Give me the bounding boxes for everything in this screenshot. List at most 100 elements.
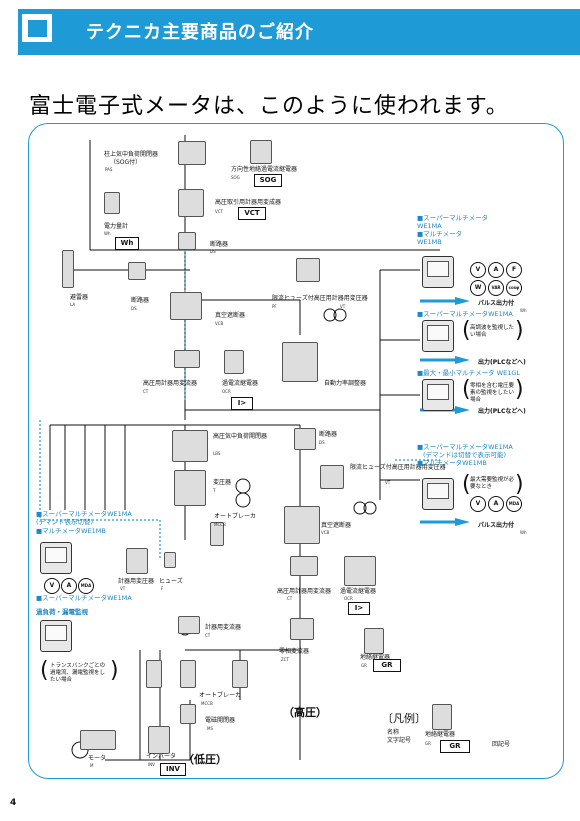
pas-code: PAS <box>105 167 113 172</box>
inverter-device <box>148 726 170 754</box>
l1-line1: ■スーパーマルチメータWE1MA <box>36 510 132 518</box>
ct-main-label: 高圧用計器用変流器 <box>143 380 198 387</box>
pas-device <box>178 141 206 165</box>
ct-low-device <box>178 616 200 634</box>
p4-line1: ■スーパーマルチメータWE1MA <box>417 443 513 451</box>
mccb2-code: MCCB <box>201 701 213 706</box>
p4-circle-0: V <box>470 496 486 512</box>
vt2-code: VT <box>385 480 391 485</box>
legend-gr-code: GR <box>425 741 431 746</box>
sog-label: 方向性地絡過電流継電器 <box>231 166 298 173</box>
l1-circle-2: MDA <box>78 578 94 594</box>
p2-meter-icon <box>422 320 454 352</box>
p4-line3: ■マルチメータWE1MB <box>417 459 487 467</box>
ocr2-code: OCR <box>344 596 353 601</box>
ds1-label: 断路器 <box>210 241 229 248</box>
mccb-code: MCCB <box>214 522 226 527</box>
ds1-code: DS <box>210 249 216 254</box>
mccb-device-b <box>180 660 196 688</box>
pf-code: PF <box>272 304 277 309</box>
zct-code: ZCT <box>281 657 289 662</box>
p1-circle-2: F <box>506 262 522 278</box>
l1-line3: ■マルチメータWE1MB <box>36 527 106 535</box>
apfc-label: 自動力率調整器 <box>324 380 367 387</box>
vct-device <box>178 189 204 217</box>
vt-low-device <box>126 548 148 574</box>
ocr-label: 過電流継電器 <box>222 380 259 387</box>
p1-circle-5: cosφ <box>506 280 522 296</box>
wh-meter-device <box>104 192 120 214</box>
vcb-code: VCB <box>215 321 224 326</box>
p1-line4: WE1MB <box>417 238 442 246</box>
lbs-label: 高圧気中負荷開閉器 <box>213 433 268 440</box>
vcb2-code: VCB <box>321 530 330 535</box>
mccb-label: オートブレーカ <box>214 513 257 520</box>
p4-line2: (デマンドは切替で表示可能) <box>423 451 507 459</box>
pf-vt-device-2 <box>320 465 344 489</box>
sog-code: SOG <box>231 175 240 180</box>
vt-code: VT <box>340 304 346 309</box>
la-code: LA <box>70 302 76 307</box>
ct2-label: 高圧用計器用変流器 <box>277 588 332 595</box>
sog-device <box>250 140 272 164</box>
ct-device <box>174 350 200 368</box>
lbs-device <box>172 430 208 462</box>
ms-device <box>180 704 196 724</box>
ds2-label: 断路器 <box>131 297 150 304</box>
p1-circle-1: A <box>488 262 504 278</box>
legend-gr-device <box>432 704 452 730</box>
p1-line3: ■マルチメータ <box>417 230 463 238</box>
legend-device-no: 回記号 <box>492 741 511 748</box>
l1-circle-1: A <box>61 578 77 594</box>
transformer-device <box>174 470 206 506</box>
la-label: 避雷器 <box>70 294 89 301</box>
p1-out: パルス出力付 <box>478 300 515 307</box>
wh-code: Wh <box>104 231 111 236</box>
l2-note: トランスバンクごとの過電流、漏電監視をしたい場合 <box>50 663 106 683</box>
lbs-code: LBS <box>213 451 221 456</box>
legend-name: 名称 <box>387 729 400 736</box>
ds3-code: DS <box>319 440 325 445</box>
p1-circle-4: VAR <box>488 280 504 296</box>
pas-note: （SOG付） <box>110 159 142 166</box>
apfc-device <box>282 342 318 382</box>
motor-label: モータ <box>88 755 107 762</box>
p4-circle-2: MDA <box>506 496 522 512</box>
ocr2-label: 過電流継電器 <box>340 588 377 595</box>
p4-out-code: Wh <box>520 530 527 535</box>
mccb-device-c <box>232 660 248 688</box>
l2-title: 過負荷・漏電監視 <box>36 608 88 616</box>
ct2-code: CT <box>287 596 293 601</box>
p2-paren-right: ) <box>515 318 524 343</box>
page-number: 4 <box>10 798 17 808</box>
p4-circle-1: A <box>488 496 504 512</box>
zct-device <box>290 618 314 640</box>
title-banner <box>18 9 580 55</box>
vt-low-label: 計器用変圧器 <box>118 578 155 585</box>
vct-box: VCT <box>238 207 266 220</box>
tr-label: 変圧器 <box>213 479 232 486</box>
page-title: テクニカ主要商品のご紹介 <box>86 22 314 43</box>
p3-out: 出力(PLCなどへ) <box>478 408 526 415</box>
l2-paren-right: ) <box>110 658 119 683</box>
gr-code: GR <box>361 663 367 668</box>
l1-line4: ■スーパーマルチメータWE1MA <box>36 594 132 602</box>
ms-label: 電磁開閉器 <box>205 717 236 724</box>
gr-label: 地絡継電器 <box>360 654 391 661</box>
fuse-label: ヒューズ <box>159 578 183 585</box>
p3-meter-icon <box>422 379 454 411</box>
ds3-label: 断路器 <box>319 431 338 438</box>
p1-meter-icon <box>422 256 454 288</box>
vcb-device <box>170 292 202 320</box>
pf-vt-device <box>296 258 320 282</box>
motor-code: M <box>90 763 94 768</box>
p2-paren-left: ( <box>462 318 471 343</box>
p3-note: 零相を含む電圧要素の監視をしたい場合 <box>470 383 515 403</box>
sog-box: SOG <box>254 174 282 187</box>
vct-code: VCT <box>215 209 223 214</box>
p4-out: パルス出力付 <box>478 522 515 529</box>
fuse-device <box>164 552 176 568</box>
ct-main-code: CT <box>143 389 149 394</box>
p4-paren-left: ( <box>462 472 471 497</box>
p2-line1: ■スーパーマルチメータWE1MA <box>417 310 513 318</box>
